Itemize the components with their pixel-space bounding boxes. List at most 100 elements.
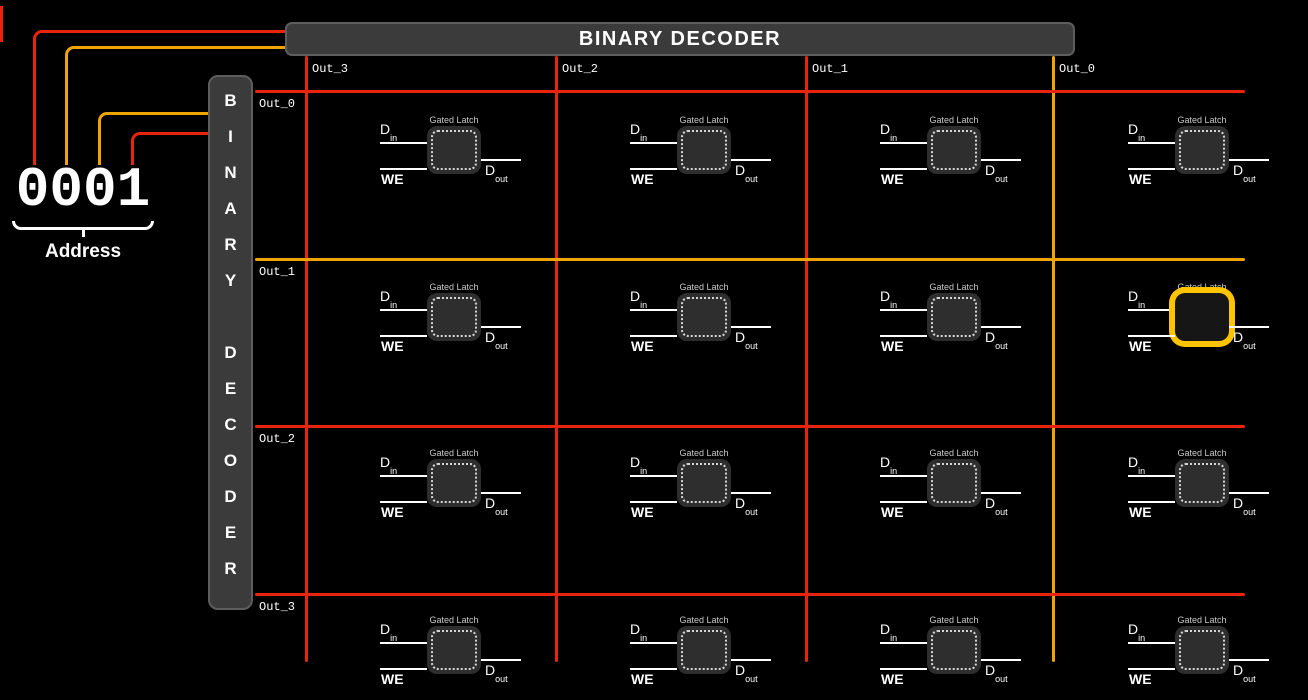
address-label: Address [44, 241, 122, 262]
left-binary-decoder-label: BINARY DECODER [221, 90, 240, 595]
latch-box [1175, 293, 1229, 341]
din-wire [1128, 642, 1175, 644]
we-label: WE [1129, 504, 1152, 520]
gated-latch-title: Gated Latch [679, 615, 729, 625]
we-wire [1128, 335, 1175, 337]
latch-box [1175, 126, 1229, 174]
we-wire [630, 668, 677, 670]
latch-box [427, 459, 481, 507]
din-wire [630, 142, 677, 144]
we-wire [380, 501, 427, 503]
we-label: WE [1129, 338, 1152, 354]
din-label: Din [630, 121, 648, 143]
column-label: Out_1 [812, 62, 849, 76]
din-wire [1128, 142, 1175, 144]
gated-latch-title: Gated Latch [679, 448, 729, 458]
dout-wire [981, 492, 1021, 494]
gated-latch-title: Gated Latch [429, 615, 479, 625]
latch-box [677, 293, 731, 341]
dout-label: Dout [735, 162, 758, 184]
din-wire [880, 142, 927, 144]
gated-latch-title: Gated Latch [429, 115, 479, 125]
we-wire [880, 168, 927, 170]
dout-label: Dout [735, 662, 758, 684]
latch-box [927, 293, 981, 341]
row-label: Out_0 [259, 97, 296, 111]
din-wire [880, 642, 927, 644]
address-bit3-wire [33, 30, 285, 165]
din-label: Din [880, 454, 898, 476]
column-label: Out_3 [312, 62, 349, 76]
we-label: WE [881, 338, 904, 354]
dout-label: Dout [985, 662, 1008, 684]
din-label: Din [880, 121, 898, 143]
gated-latch-title: Gated Latch [429, 448, 479, 458]
dout-wire [1229, 159, 1269, 161]
gated-latch-title: Gated Latch [1177, 615, 1227, 625]
gated-latch-title: Gated Latch [929, 115, 979, 125]
latch-box [1175, 626, 1229, 674]
din-wire [880, 475, 927, 477]
din-label: Din [880, 288, 898, 310]
din-wire [1128, 309, 1175, 311]
top-binary-decoder-label: BINARY DECODER [578, 27, 782, 50]
we-wire [630, 335, 677, 337]
address-bit0-wire [131, 132, 208, 165]
we-label: WE [631, 171, 654, 187]
din-label: Din [1128, 121, 1146, 143]
we-label: WE [631, 504, 654, 520]
we-label: WE [1129, 171, 1152, 187]
column-select-wire-Out_2 [555, 56, 558, 662]
column-select-wire-Out_1 [805, 56, 808, 662]
gated-latch-title: Gated Latch [1177, 282, 1227, 292]
we-wire [630, 168, 677, 170]
address-underbrace [12, 221, 154, 237]
latch-box [427, 293, 481, 341]
we-label: WE [381, 171, 404, 187]
row-label: Out_3 [259, 600, 296, 614]
din-label: Din [1128, 621, 1146, 643]
dout-label: Dout [1233, 495, 1256, 517]
address-bit1-wire [98, 112, 208, 165]
dout-wire [481, 159, 521, 161]
dout-label: Dout [985, 329, 1008, 351]
din-wire [880, 309, 927, 311]
dout-label: Dout [485, 329, 508, 351]
dout-wire [731, 326, 771, 328]
latch-box [927, 126, 981, 174]
offscreen-wire [0, 6, 3, 42]
address-bit2-wire [65, 46, 285, 165]
latch-box [927, 626, 981, 674]
dout-wire [731, 492, 771, 494]
we-label: WE [381, 338, 404, 354]
dout-wire [981, 326, 1021, 328]
dout-wire [1229, 492, 1269, 494]
we-label: WE [631, 671, 654, 687]
column-label: Out_0 [1059, 62, 1096, 76]
latch-box [677, 126, 731, 174]
we-label: WE [881, 671, 904, 687]
gated-latch-title: Gated Latch [929, 282, 979, 292]
top-binary-decoder: BINARY DECODER [285, 22, 1075, 56]
din-label: Din [630, 288, 648, 310]
dout-label: Dout [735, 495, 758, 517]
dout-label: Dout [1233, 162, 1256, 184]
gated-latch-title: Gated Latch [1177, 115, 1227, 125]
din-label: Din [380, 121, 398, 143]
dout-wire [731, 159, 771, 161]
latch-box [427, 126, 481, 174]
dout-wire [481, 492, 521, 494]
din-label: Din [630, 621, 648, 643]
din-label: Din [1128, 288, 1146, 310]
gated-latch-title: Gated Latch [679, 115, 729, 125]
dout-label: Dout [1233, 329, 1256, 351]
latch-box [927, 459, 981, 507]
